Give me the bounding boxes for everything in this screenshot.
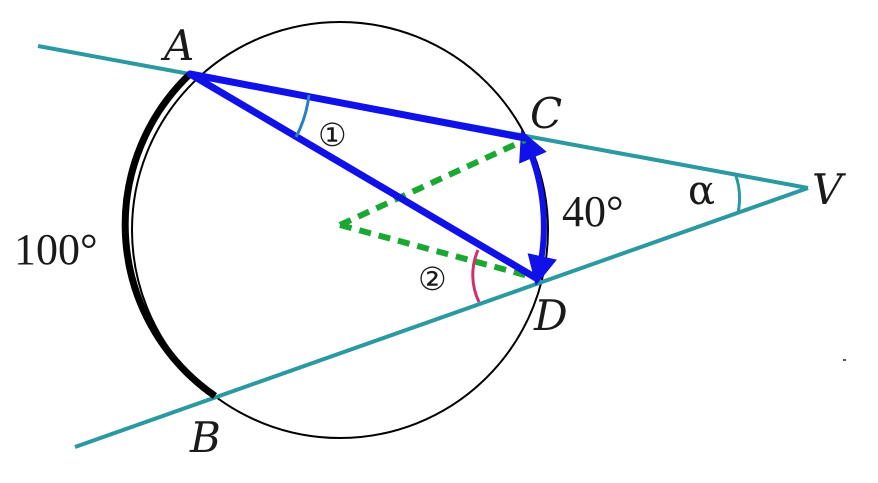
- angle-two-mark: [471, 249, 481, 303]
- chord-ad: [186, 70, 540, 282]
- arc-cd: [519, 130, 557, 286]
- label-angle-one: ①: [318, 116, 347, 154]
- chord-ac: [186, 70, 529, 142]
- label-point-d: D: [533, 291, 568, 340]
- label-point-b: B: [189, 413, 221, 462]
- angle-one-mark: [294, 94, 311, 138]
- label-arc-100: 100°: [14, 225, 98, 274]
- label-arc-40: 40°: [562, 187, 624, 236]
- label-angle-alpha: α: [688, 168, 715, 214]
- label-point-c: C: [530, 89, 562, 138]
- radius-oc: [338, 137, 527, 228]
- radius-od: [339, 222, 537, 281]
- angle-alpha-mark: [734, 175, 741, 214]
- label-point-a: A: [160, 21, 194, 70]
- arc-ab: [121, 71, 217, 399]
- label-point-v: V: [812, 165, 846, 214]
- secant-line-lower: [74, 186, 809, 449]
- label-angle-two: ②: [418, 260, 447, 298]
